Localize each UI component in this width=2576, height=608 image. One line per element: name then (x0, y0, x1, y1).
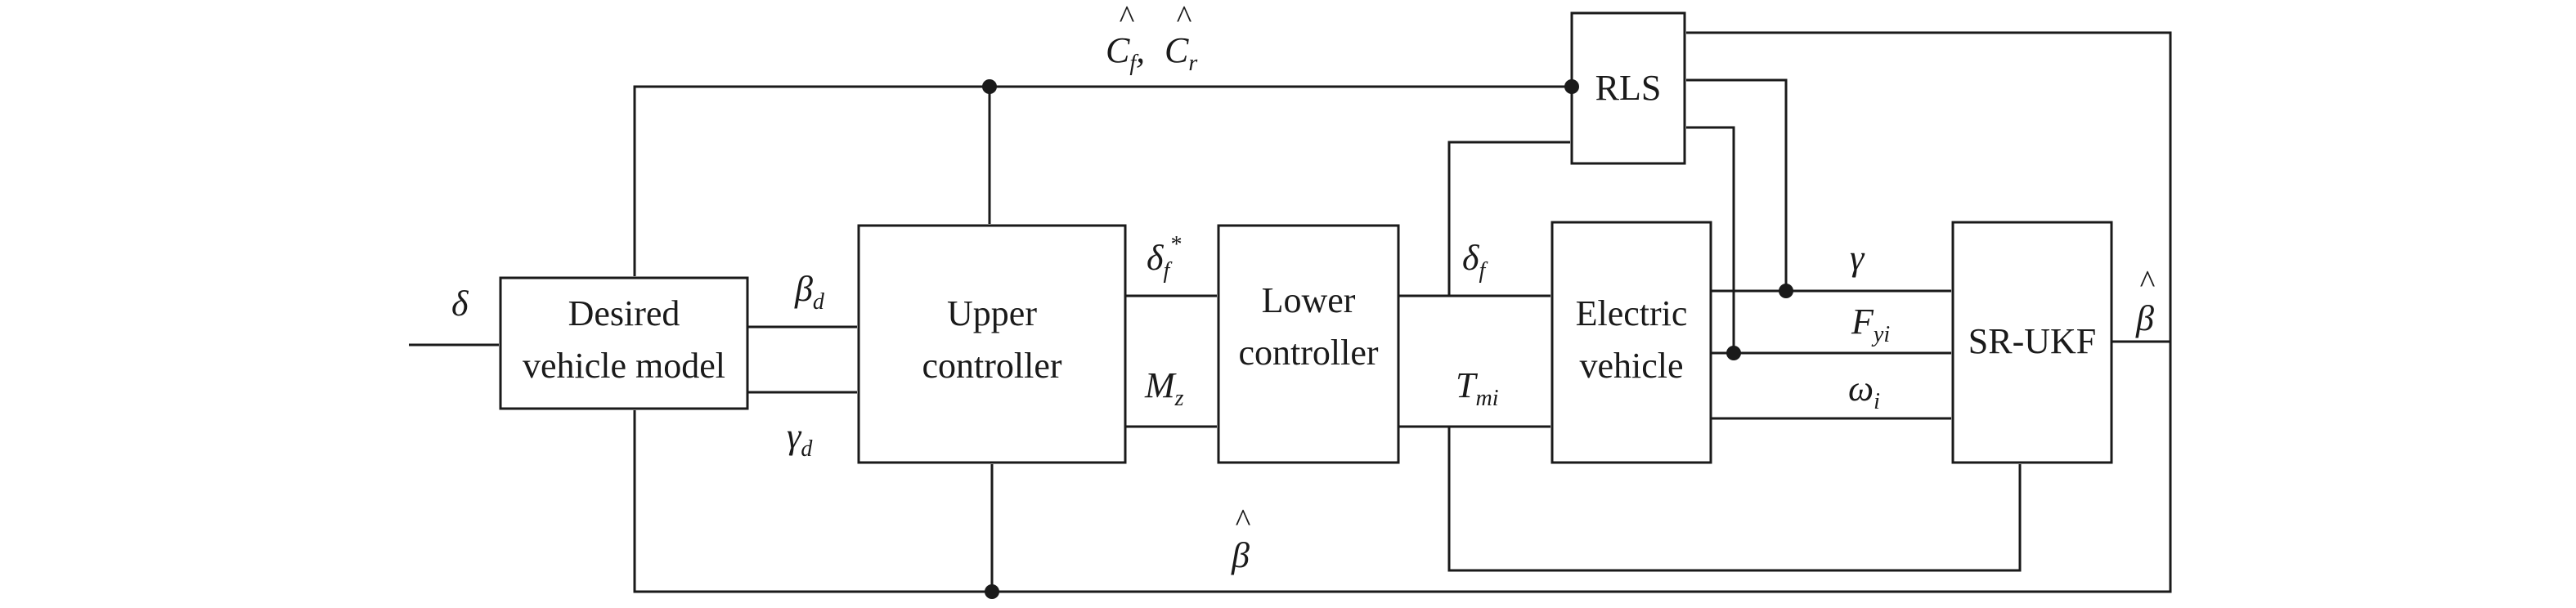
rls-block: RLS (1570, 11, 1686, 165)
desired-vehicle-model-block: Desired vehicle model (499, 276, 749, 410)
beta-hat-feedback-arrow (633, 340, 2172, 593)
tmi-label: Tmi (1456, 365, 1498, 411)
svg-text:β: β (2135, 298, 2154, 338)
delta-f-to-rls-arrow (1447, 141, 1570, 296)
gamma-label: γ (1850, 238, 1865, 278)
lower-controller-label-line2: controller (1238, 333, 1378, 373)
beta-hat-right-label: ^ β (2135, 263, 2156, 338)
svg-text:^: ^ (2140, 263, 2156, 300)
lower-controller-label-line1: Lower (1262, 280, 1356, 320)
delta-label: δ (451, 284, 469, 324)
tmi-to-srukf-arrow (1447, 427, 2022, 572)
fyi-to-rls-arrow (1686, 126, 1735, 353)
beta-d-label: βd (794, 269, 825, 315)
mz-label: Mz (1144, 365, 1184, 411)
rls-output-junction-dot (1564, 79, 1579, 94)
svg-text:β: β (1231, 535, 1250, 575)
gamma-d-label: γd (787, 416, 813, 462)
cf-cr-label: ^ Cf, ^ Cr (1106, 0, 1197, 76)
beta-hat-junction-dot (985, 584, 999, 599)
delta-f-label: δf (1462, 238, 1488, 284)
sr-ukf-block: SR-UKF (1951, 221, 2113, 464)
cf-cr-to-desired-arrow (633, 85, 1572, 276)
svg-text:^: ^ (1177, 0, 1192, 35)
svg-text:^: ^ (1236, 502, 1251, 539)
svg-text:Cf,: Cf, (1106, 30, 1145, 76)
upper-controller-label-line1: Upper (947, 293, 1037, 333)
rls-label: RLS (1595, 68, 1662, 108)
beta-hat-to-rls-arrow (1686, 31, 2172, 342)
desired-model-label-line2: vehicle model (523, 346, 725, 386)
gamma-junction-dot (1779, 284, 1793, 298)
sr-ukf-label: SR-UKF (1968, 321, 2097, 361)
omega-i-label: ωi (1848, 369, 1880, 414)
cf-cr-junction-dot (982, 79, 997, 94)
lower-controller-block: Lower controller (1217, 224, 1400, 464)
fyi-label: Fyi (1851, 302, 1890, 347)
svg-text:^: ^ (1120, 0, 1135, 35)
beta-hat-bottom-label: ^ β (1231, 502, 1251, 575)
delta-f-star-label: δf* (1147, 232, 1181, 284)
gamma-to-rls-arrow (1686, 78, 1788, 291)
electric-vehicle-label-line2: vehicle (1579, 346, 1683, 386)
upper-controller-block: Upper controller (857, 224, 1127, 464)
desired-model-label-line1: Desired (568, 293, 680, 333)
electric-vehicle-block: Electric vehicle (1551, 221, 1712, 464)
svg-text:Cr: Cr (1165, 30, 1197, 76)
fyi-junction-dot (1726, 346, 1741, 360)
upper-controller-label-line2: controller (922, 346, 1061, 386)
electric-vehicle-label-line1: Electric (1576, 293, 1688, 333)
